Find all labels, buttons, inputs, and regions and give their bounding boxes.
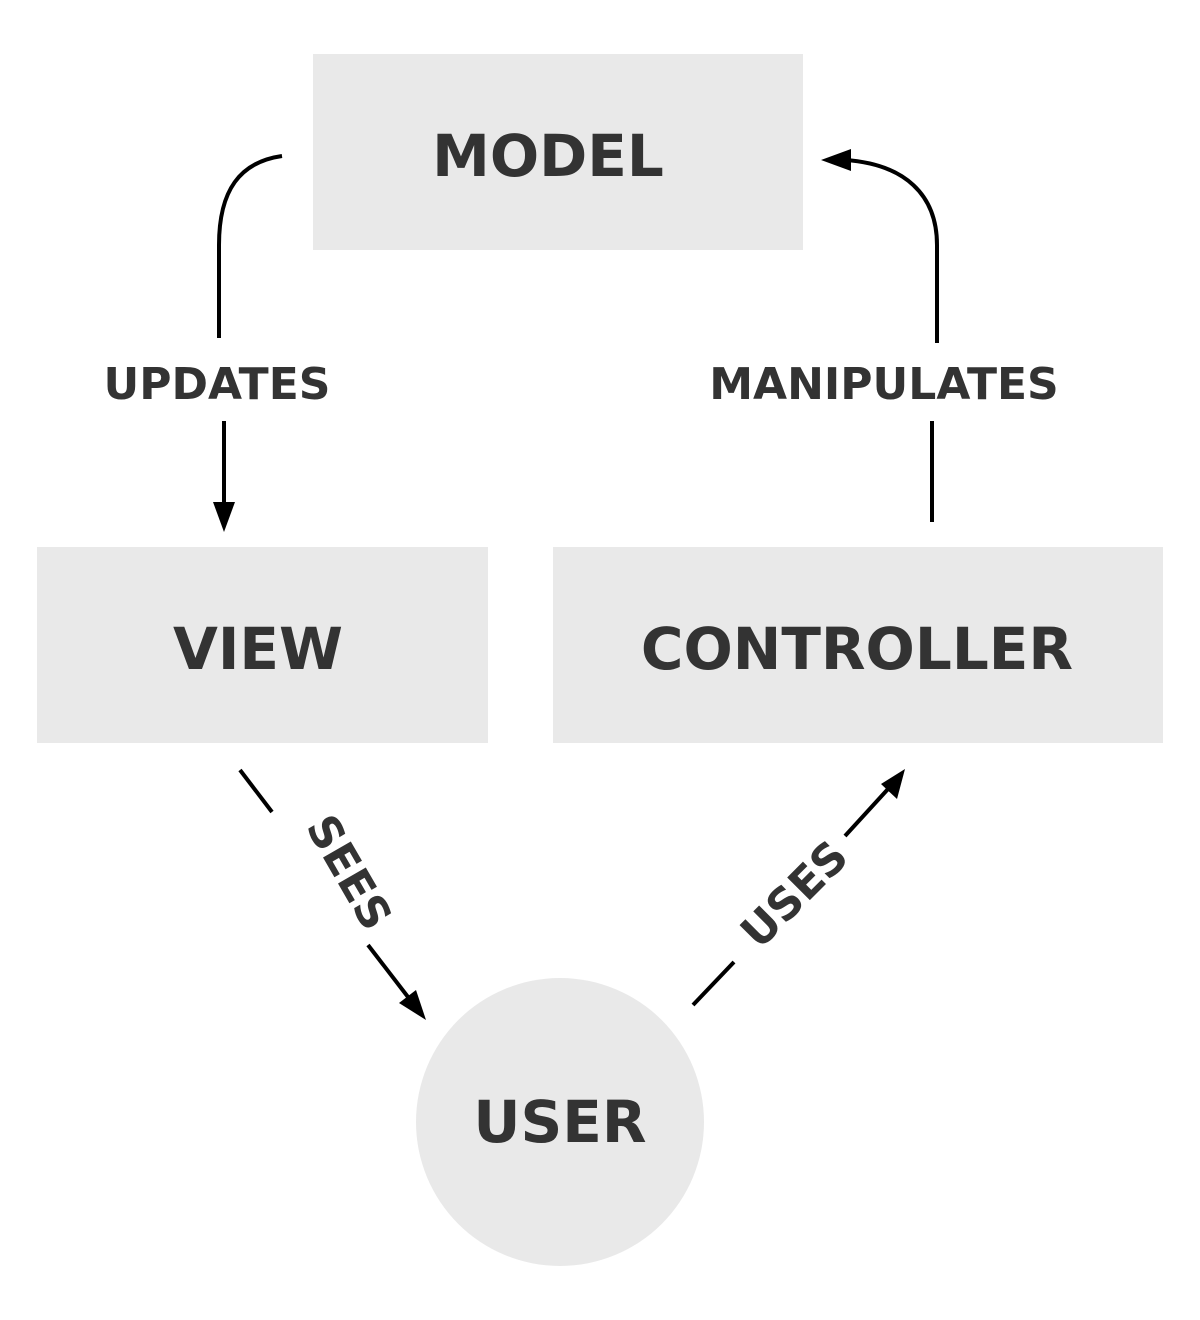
manipulates-arrowhead-icon xyxy=(821,149,851,171)
manipulates-label: MANIPULATES xyxy=(709,359,1058,410)
uses-arrowhead-icon xyxy=(881,769,905,799)
manipulates-edge: MANIPULATES xyxy=(709,149,1059,522)
view-label: VIEW xyxy=(173,615,343,683)
uses-edge: USES xyxy=(691,769,905,1007)
user-node: USER xyxy=(416,978,704,1266)
sees-line-top xyxy=(238,768,274,814)
model-node: MODEL xyxy=(313,54,803,250)
uses-line-bottom xyxy=(691,960,736,1007)
sees-edge: SEES xyxy=(238,768,426,1020)
controller-node: CONTROLLER xyxy=(553,547,1163,743)
sees-line-bottom xyxy=(366,943,410,999)
view-box xyxy=(37,547,488,743)
user-label: USER xyxy=(473,1088,646,1156)
user-circle xyxy=(416,978,704,1266)
controller-box xyxy=(553,547,1163,743)
updates-line-top xyxy=(217,154,283,338)
model-box xyxy=(313,54,803,250)
updates-label: UPDATES xyxy=(104,359,331,410)
uses-line-top xyxy=(843,787,890,838)
controller-label: CONTROLLER xyxy=(641,615,1073,683)
model-label: MODEL xyxy=(432,122,664,190)
updates-edge: UPDATES xyxy=(104,154,331,532)
updates-arrowhead-icon xyxy=(213,502,235,532)
sees-arrowhead-icon xyxy=(399,990,426,1020)
uses-label: USES xyxy=(731,831,858,958)
sees-label: SEES xyxy=(296,807,402,939)
manipulates-line-top xyxy=(844,158,939,343)
view-node: VIEW xyxy=(37,547,488,743)
